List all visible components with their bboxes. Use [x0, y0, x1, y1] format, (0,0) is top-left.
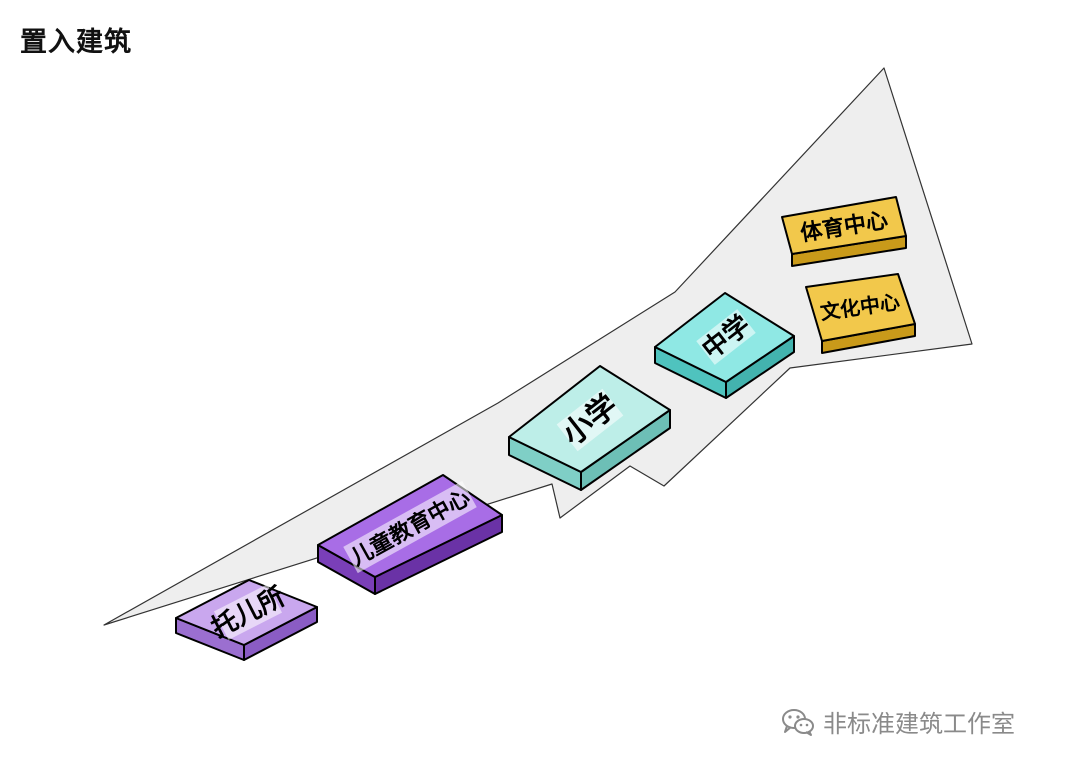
- building-nursery[interactable]: 托儿所: [175, 579, 318, 661]
- cultural-center-roof: [805, 273, 916, 342]
- sports-center-roof: [781, 196, 907, 255]
- building-primary-school[interactable]: 小学: [508, 365, 671, 491]
- education-center-label-box: [343, 480, 477, 574]
- middle-school-label-box: [696, 309, 756, 365]
- building-sports-center[interactable]: 体育中心: [781, 196, 907, 267]
- nursery-label-box: [214, 584, 282, 640]
- watermark: 非标准建筑工作室: [781, 704, 1015, 739]
- wechat-icon: [782, 708, 814, 736]
- primary-school-label-box: [556, 388, 624, 452]
- building-middle-school[interactable]: 中学: [654, 292, 795, 399]
- watermark-text: 非标准建筑工作室: [823, 710, 1015, 738]
- site-plot: [103, 67, 973, 626]
- building-cultural-center[interactable]: 文化中心: [805, 273, 916, 354]
- page-title: 置入建筑: [20, 27, 132, 58]
